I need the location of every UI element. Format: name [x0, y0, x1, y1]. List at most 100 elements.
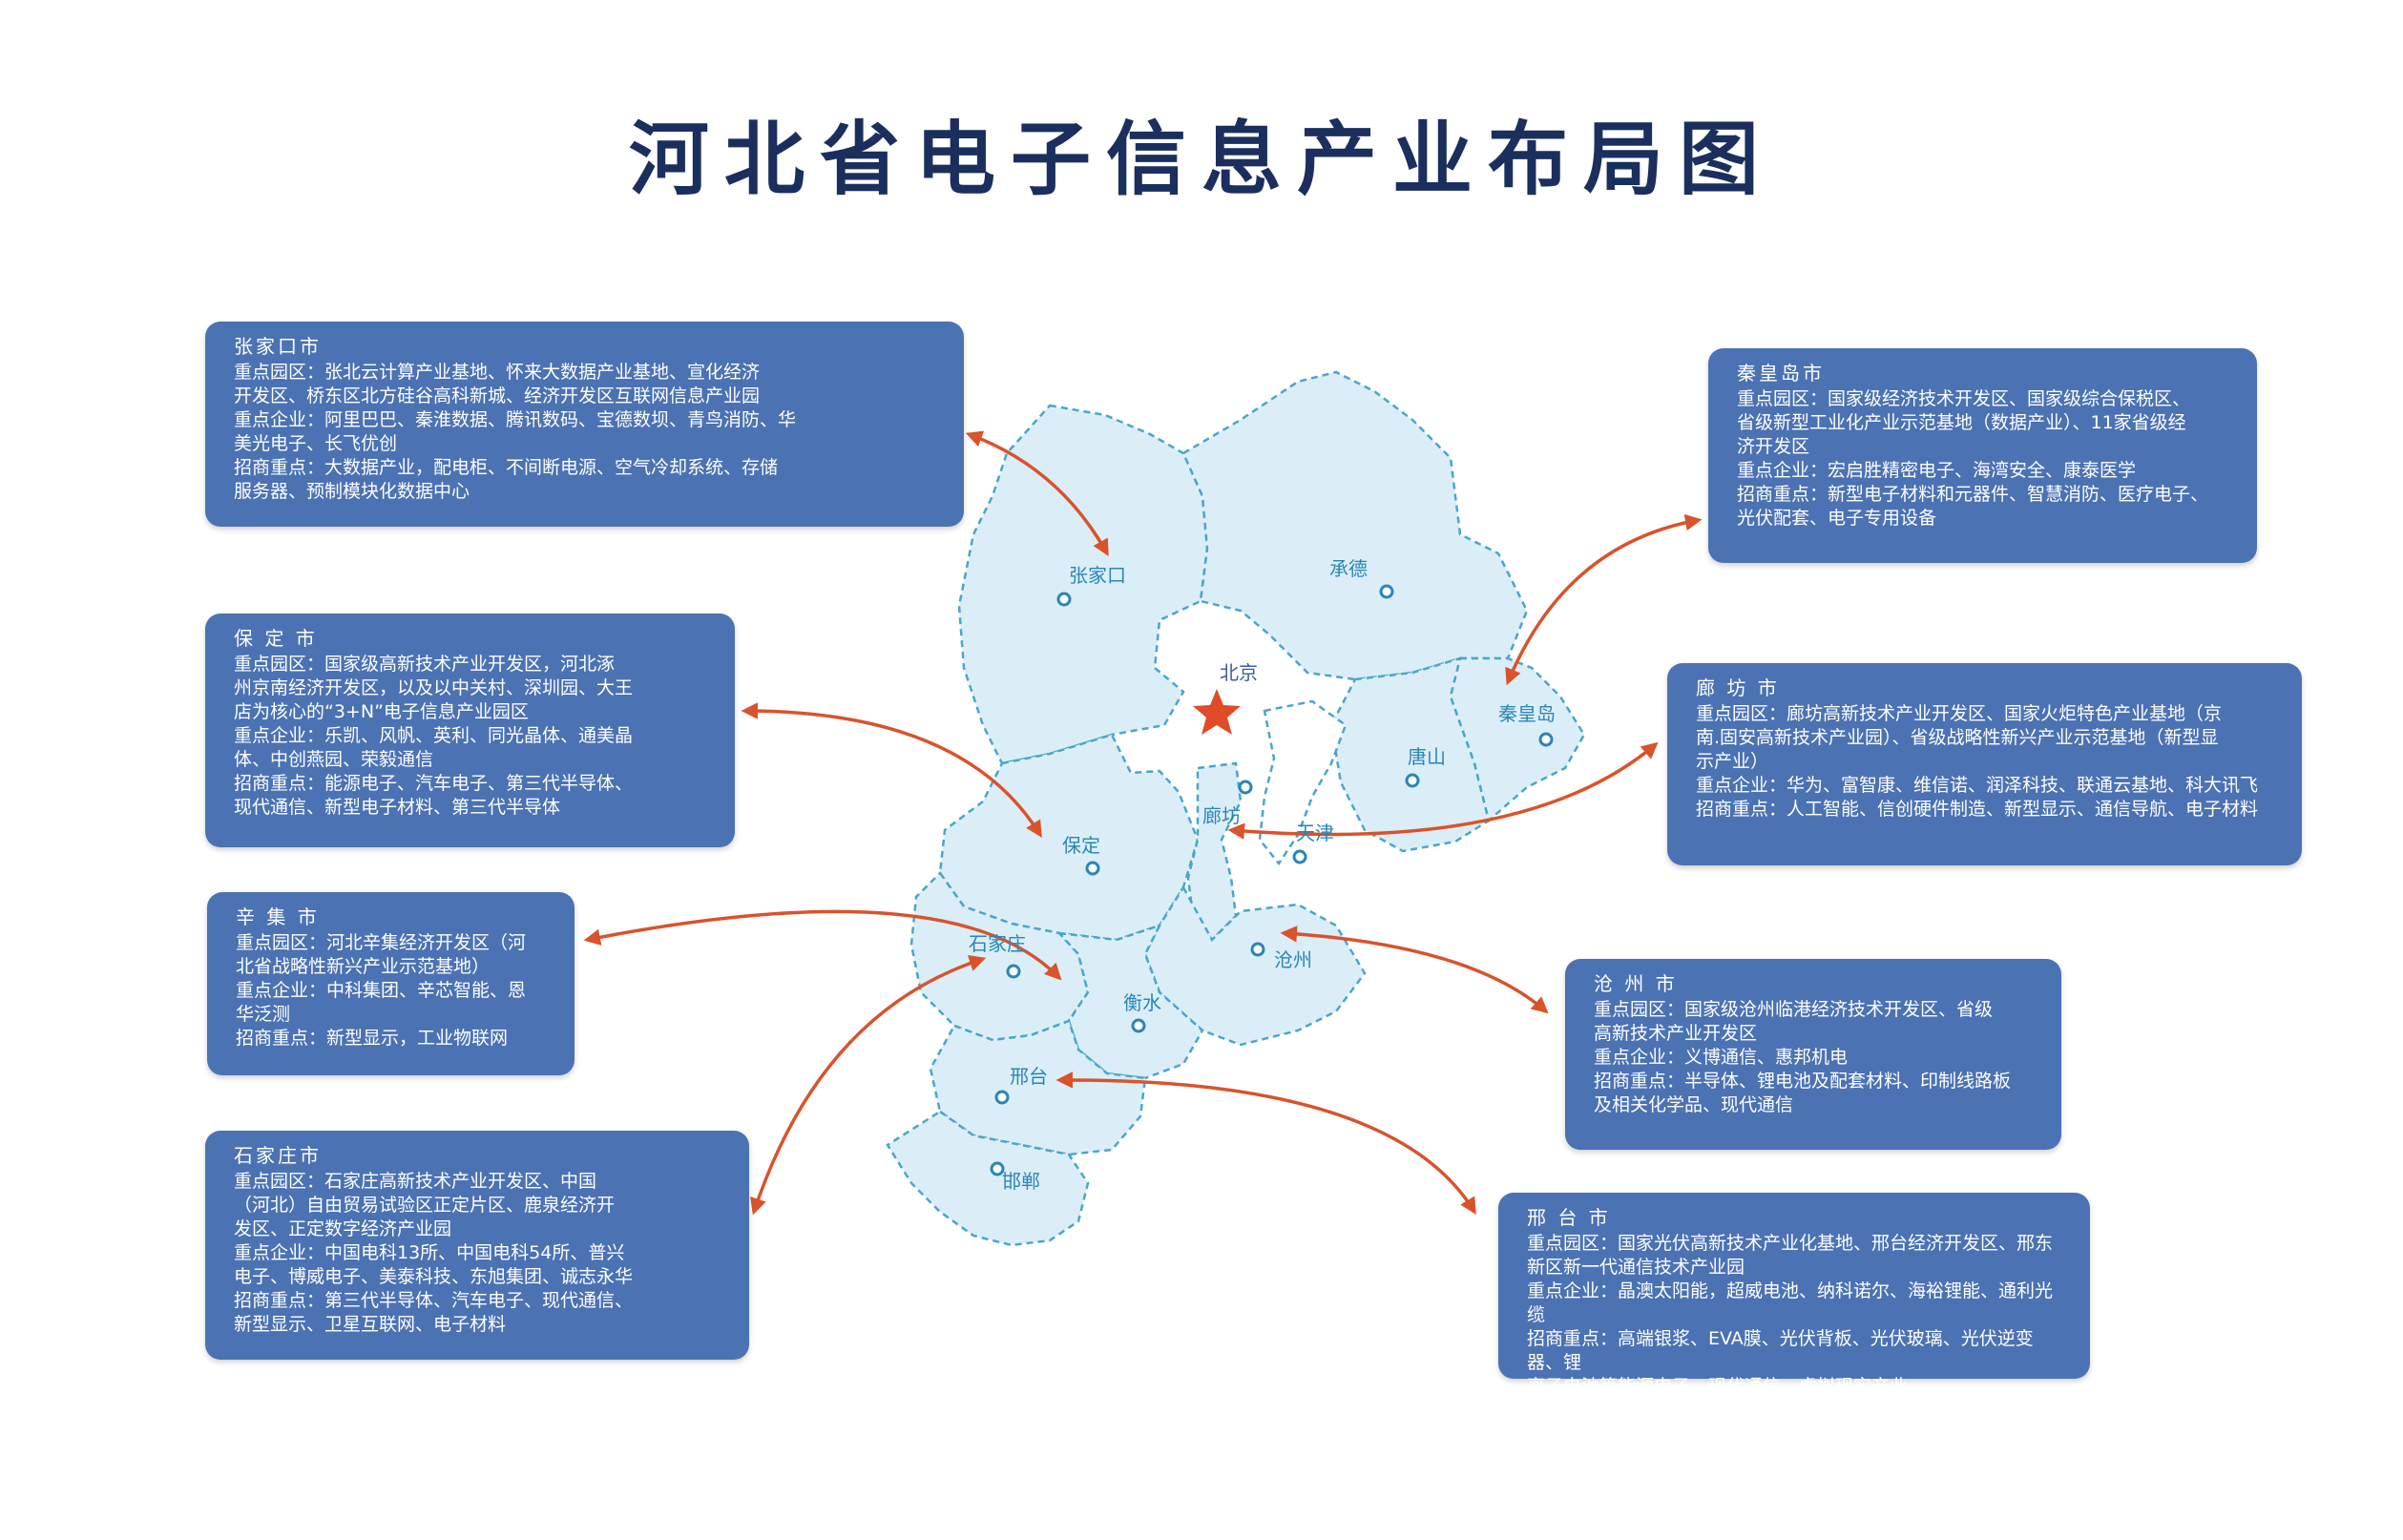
marker-xingtai — [994, 1090, 1010, 1105]
box-line: 体、中创燕园、荣毅通信 — [234, 749, 434, 770]
page-title: 河北省电子信息产业布局图 — [628, 112, 1774, 206]
box-line: 开发区、桥东区北方硅谷高科新城、经济开发区互联网信息产业园 — [234, 385, 761, 406]
box-title: 秦皇岛市 — [1737, 362, 1825, 385]
box-line: 招商重点：能源电子、汽车电子、第三代半导体、 — [234, 773, 634, 794]
box-line: 州京南经济开发区，以及以中关村、深圳园、大王 — [234, 677, 634, 698]
box-line: 省级新型工业化产业示范基地（数据产业）、11家省级经 — [1737, 412, 2186, 433]
box-line: 重点园区：张北云计算产业基地、怀来大数据产业基地、宣化经济 — [234, 362, 761, 383]
region-chengde — [1181, 370, 1529, 681]
marker-hengshui — [1131, 1018, 1146, 1033]
marker-tianjin — [1292, 849, 1307, 864]
box-title: 石家庄市 — [234, 1144, 322, 1167]
arrow-langfang — [1227, 741, 1659, 840]
label-cangzhou: 沧州 — [1274, 948, 1312, 971]
box-line: 重点企业：阿里巴巴、秦淮数据、腾讯数码、宝德数坝、青鸟消防、华 — [234, 409, 797, 430]
arrow-qinhuangdao — [1505, 513, 1703, 686]
box-line: 光伏配套、电子专用设备 — [1737, 508, 1937, 529]
box-line: 高新技术产业开发区 — [1594, 1023, 1758, 1044]
info-box-zhangjiakou: 张家口市 重点园区：张北云计算产业基地、怀来大数据产业基地、宣化经济开发区、桥东… — [205, 322, 964, 527]
box-line: 重点园区：廊坊高新技术产业开发区、国家火炬特色产业基地（京 — [1696, 703, 2223, 724]
box-title: 沧 州 市 — [1594, 972, 1678, 995]
marker-chengde — [1379, 584, 1394, 599]
box-line: 现代通信、新型电子材料、第三代半导体 — [234, 797, 561, 818]
label-handan: 邯郸 — [1002, 1170, 1040, 1193]
box-line: 招商重点：第三代半导体、汽车电子、现代通信、 — [234, 1290, 634, 1311]
box-line: 南.固安高新技术产业园）、省级战略性新兴产业示范基地（新型显 — [1696, 727, 2219, 748]
label-qinhuangdao: 秦皇岛 — [1498, 702, 1556, 725]
box-line: 新区新一代通信技术产业园 — [1527, 1257, 1745, 1278]
box-lines: 重点园区：张北云计算产业基地、怀来大数据产业基地、宣化经济开发区、桥东区北方硅谷… — [234, 361, 935, 504]
box-lines: 重点园区：国家级经济技术开发区、国家级综合保税区、省级新型工业化产业示范基地（数… — [1737, 387, 2228, 531]
arrows — [583, 430, 1703, 1216]
arrow-cangzhou — [1280, 926, 1549, 1014]
box-line: 重点企业：华为、富智康、维信诺、润泽科技、联通云基地、科大讯飞 — [1696, 775, 2259, 796]
box-lines: 重点园区：廊坊高新技术产业开发区、国家火炬特色产业基地（京南.固安高新技术产业园… — [1696, 702, 2273, 822]
box-title: 邢 台 市 — [1527, 1206, 1611, 1229]
box-line: 招商重点：人工智能、信创硬件制造、新型显示、通信导航、电子材料 — [1696, 799, 2259, 820]
box-line: 店为核心的“3+N”电子信息产业园区 — [234, 701, 529, 722]
label-xingtai: 邢台 — [1010, 1065, 1048, 1088]
info-box-baoding: 保 定 市 重点园区：国家级高新技术产业开发区，河北涿州京南经济开发区，以及以中… — [205, 614, 735, 847]
info-box-xinji: 辛 集 市 重点园区：河北辛集经济开发区（河北省战略性新兴产业示范基地）重点企业… — [207, 892, 575, 1075]
box-line: 重点企业：中国电科13所、中国电科54所、普兴 — [234, 1242, 625, 1263]
marker-baoding — [1085, 861, 1100, 876]
box-line: 招商重点：新型电子材料和元器件、智慧消防、医疗电子、 — [1737, 484, 2209, 505]
box-line: 招商重点：高端银浆、EVA膜、光伏背板、光伏玻璃、光伏逆变器、锂 — [1527, 1328, 2034, 1373]
box-line: 重点园区：国家级经济技术开发区、国家级综合保税区、 — [1737, 388, 2191, 409]
box-title: 张家口市 — [234, 335, 322, 358]
region-hengshui — [1055, 923, 1204, 1080]
label-chengde: 承德 — [1329, 557, 1368, 580]
label-tianjin: 天津 — [1296, 822, 1334, 844]
box-line: 重点园区：国家级高新技术产业开发区，河北涿 — [234, 654, 616, 675]
label-tangshan: 唐山 — [1408, 745, 1446, 768]
box-line: 重点企业：中科集团、辛芯智能、恩 — [236, 980, 527, 1001]
info-box-langfang: 廊 坊 市 重点园区：廊坊高新技术产业开发区、国家火炬特色产业基地（京南.固安高… — [1667, 663, 2302, 865]
box-line: 重点企业：宏启胜精密电子、海湾安全、康泰医学 — [1737, 460, 2137, 481]
box-line: 示产业） — [1696, 751, 1769, 772]
arrow-zhangjiakou — [965, 430, 1109, 557]
label-shijiazhuang: 石家庄 — [969, 932, 1026, 955]
box-line: 华泛测 — [236, 1004, 291, 1025]
info-box-shijiazhuang: 石家庄市 重点园区：石家庄高新技术产业开发区、中国 （河北）自由贸易试验区正定片区… — [205, 1131, 749, 1360]
box-lines: 重点园区：国家级高新技术产业开发区，河北涿州京南经济开发区，以及以中关村、深圳园… — [234, 653, 706, 820]
box-line: 济开发区 — [1737, 436, 1810, 457]
arrow-xingtai — [1055, 1072, 1476, 1215]
label-zhangjiakou: 张家口 — [1069, 564, 1126, 587]
marker-tangshan — [1405, 773, 1420, 788]
city-markers — [990, 584, 1554, 1176]
box-line: 发区、正定数字经济产业园 — [234, 1218, 452, 1239]
info-box-cangzhou: 沧 州 市 重点园区：国家级沧州临港经济技术开发区、省级高新技术产业开发区重点企… — [1565, 959, 2061, 1150]
label-beijing: 北京 — [1220, 661, 1258, 684]
box-line: 离子电池等能源电子，现代通信、虚拟现实产业 — [1527, 1376, 1909, 1397]
box-line: 重点园区：国家级沧州临港经济技术开发区、省级 — [1594, 999, 1994, 1020]
box-line: 美光电子、长飞优创 — [234, 433, 398, 454]
info-box-qinhuangdao: 秦皇岛市 重点园区：国家级经济技术开发区、国家级综合保税区、省级新型工业化产业示… — [1708, 348, 2257, 563]
box-lines: 重点园区：国家光伏高新技术产业化基地、邢台经济开发区、邢东新区新一代通信技术产业… — [1527, 1232, 2061, 1399]
arrow-shijiazhuang — [750, 954, 987, 1216]
box-line: 重点园区：河北辛集经济开发区（河 — [236, 932, 527, 953]
marker-zhangjiakou — [1056, 592, 1072, 607]
box-line: 服务器、预制模块化数据中心 — [234, 481, 470, 502]
box-lines: 重点园区：河北辛集经济开发区（河北省战略性新兴产业示范基地）重点企业：中科集团、… — [236, 931, 546, 1051]
box-line: 招商重点：新型显示，工业物联网 — [236, 1028, 509, 1049]
label-langfang: 廊坊 — [1202, 804, 1241, 827]
marker-cangzhou — [1250, 942, 1265, 957]
label-hengshui: 衡水 — [1123, 991, 1161, 1014]
arrow-xinji — [583, 909, 1062, 981]
arrow-baoding — [741, 702, 1042, 838]
marker-langfang — [1238, 780, 1253, 795]
box-line: 重点园区：国家光伏高新技术产业化基地、邢台经济开发区、邢东 — [1527, 1233, 2054, 1254]
label-baoding: 保定 — [1062, 834, 1100, 857]
city-labels: 张家口 承德 北京 秦皇岛 唐山 廊坊 天津 保定 石家庄 衡水 沧州 邢台 邯… — [969, 557, 1556, 1193]
box-line: （河北）自由贸易试验区正定片区、鹿泉经济开 — [234, 1195, 616, 1216]
marker-qinhuangdao — [1538, 732, 1554, 747]
marker-shijiazhuang — [1006, 964, 1021, 979]
box-line: 及相关化学品、现代通信 — [1594, 1094, 1794, 1115]
box-line: 电子、博威电子、美泰科技、东旭集团、诚志永华 — [234, 1266, 634, 1287]
box-line: 重点园区：石家庄高新技术产业开发区、中国 — [234, 1171, 597, 1192]
box-lines: 重点园区：国家级沧州临港经济技术开发区、省级高新技术产业开发区重点企业：义博通信… — [1594, 998, 2033, 1117]
star-icon — [1193, 689, 1241, 735]
box-lines: 重点园区：石家庄高新技术产业开发区、中国 （河北）自由贸易试验区正定片区、鹿泉经济… — [234, 1170, 721, 1337]
box-title: 保 定 市 — [234, 627, 318, 650]
